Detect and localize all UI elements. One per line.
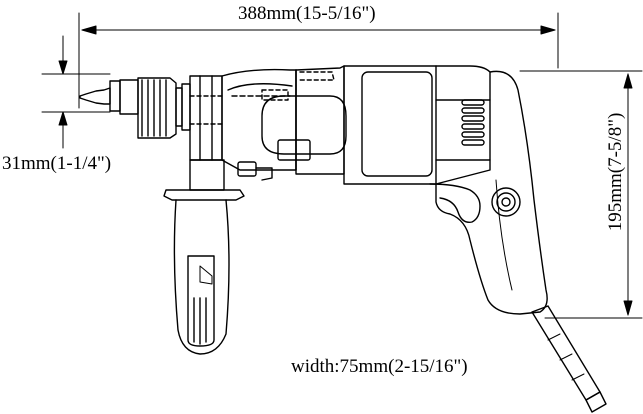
power-cord	[531, 305, 607, 413]
motor-housing	[261, 65, 491, 185]
gear-housing	[189, 68, 297, 181]
chuck-dimension-line	[41, 35, 111, 149]
vent-slots	[461, 99, 485, 146]
length-dimension-label: 388mm(15-5/16")	[238, 3, 376, 24]
height-dimension-label: 195mm(7-5/8")	[605, 112, 626, 232]
width-dimension-label: width:75mm(2-15/16")	[291, 356, 468, 377]
pistol-grip	[429, 70, 548, 315]
chuck-dimension-label: 31mm(1-1/4")	[2, 153, 112, 174]
length-dimension-line	[78, 12, 559, 109]
height-dimension-line	[519, 70, 643, 319]
side-handle	[163, 159, 245, 355]
chuck	[79, 77, 191, 139]
